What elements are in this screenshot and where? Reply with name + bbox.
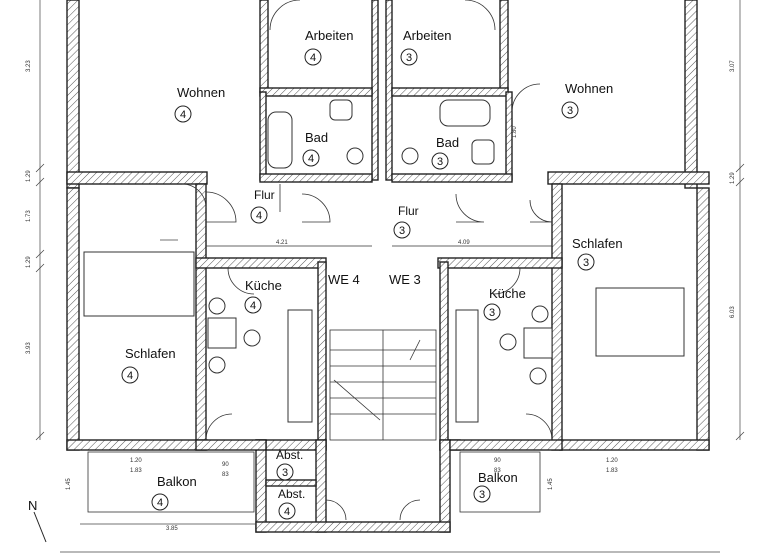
door-swings — [181, 0, 553, 521]
toilet-4 — [346, 147, 364, 165]
room-arbeiten-3-unit: 3 — [406, 52, 412, 64]
room-arbeiten-4-unit: 4 — [310, 52, 316, 64]
room-kueche-3-unit: 3 — [489, 307, 495, 319]
room-schlafen-4-label: Schlafen — [125, 346, 176, 361]
room-wohnen-3-unit: 3 — [567, 105, 573, 117]
toilet-3 — [401, 147, 419, 165]
dim-abst-top: 90 — [222, 462, 229, 468]
bathtub-4 — [267, 111, 293, 169]
bed-4 — [83, 251, 195, 317]
room-bad-3-unit: 3 — [437, 156, 443, 168]
dim-bottom-left: 3.85 — [166, 526, 178, 532]
dim-abst-bottom: 83 — [222, 472, 229, 478]
room-abst-4-unit: 4 — [284, 506, 290, 518]
room-flur-3-unit: 3 — [399, 225, 405, 237]
dim-window-left-top: 1.20 — [130, 458, 142, 464]
room-flur-4-label: Flur — [254, 188, 275, 202]
room-wohnen-4-unit: 4 — [180, 109, 186, 121]
room-arbeiten-4-label: Arbeiten — [305, 28, 353, 43]
stair-label-we3: WE 3 — [389, 272, 421, 287]
dimension-lines — [35, 0, 745, 553]
room-schlafen-3-label: Schlafen — [572, 236, 623, 251]
room-balkon-3-label: Balkon — [478, 470, 518, 485]
room-bad-4-unit: 4 — [308, 153, 314, 165]
room-balkon-4-unit: 4 — [157, 497, 163, 509]
room-schlafen-3-unit: 3 — [583, 257, 589, 269]
dim-right-1: 3.07 — [730, 60, 736, 72]
north-label: N — [28, 498, 37, 513]
room-kueche-3-label: Küche — [489, 286, 526, 301]
sink-4 — [329, 99, 353, 121]
dim-balkon-right-top: 90 — [494, 458, 501, 464]
balcony-3-outline — [459, 451, 541, 513]
north-arrow: N — [28, 498, 47, 543]
fixtures — [83, 99, 685, 513]
room-balkon-4-label: Balkon — [157, 474, 197, 489]
room-kueche-4-unit: 4 — [250, 300, 256, 312]
room-bad-3-label: Bad — [436, 135, 459, 150]
dimension-texts: 3.23 1.29 1.73 1.29 3.93 1.45 3.07 1.29 … — [26, 60, 736, 532]
kitchen-table-4 — [207, 317, 237, 349]
bed-3 — [595, 287, 685, 357]
room-flur-4-unit: 4 — [256, 210, 262, 222]
dim-left-1: 3.23 — [26, 60, 32, 72]
balcony-4-outline — [87, 451, 255, 513]
dim-window-right-bottom: 1.83 — [606, 468, 618, 474]
room-flur-3-label: Flur — [398, 204, 419, 218]
room-wohnen-3-label: Wohnen — [565, 81, 613, 96]
room-kueche-4-label: Küche — [245, 278, 282, 293]
dim-flur-3: 4.09 — [458, 240, 470, 246]
dim-left-6: 1.45 — [66, 478, 72, 490]
counter-4 — [287, 309, 313, 423]
room-balkon-3-unit: 3 — [479, 489, 485, 501]
dim-bad-3: 1.80 — [512, 126, 518, 138]
dim-window-right-top: 1.20 — [606, 458, 618, 464]
room-bad-4-label: Bad — [305, 130, 328, 145]
kitchen-table-3 — [523, 327, 553, 359]
counter-3 — [455, 309, 479, 423]
dim-left-2: 1.29 — [26, 170, 32, 182]
dim-flur-4: 4.21 — [276, 240, 288, 246]
room-wohnen-4-label: Wohnen — [177, 85, 225, 100]
dim-left-4: 1.29 — [26, 256, 32, 268]
staircase — [329, 329, 437, 441]
room-abst-3-unit: 3 — [282, 467, 288, 479]
dim-right-3: 6.03 — [730, 306, 736, 318]
room-abst-4-label: Abst. — [278, 487, 305, 501]
stair-label-we4: WE 4 — [328, 272, 360, 287]
dim-left-5: 3.93 — [26, 342, 32, 354]
walls — [66, 0, 710, 533]
dim-right-4: 1.45 — [548, 478, 554, 490]
sink-3 — [471, 139, 495, 165]
dim-window-left-bottom: 1.83 — [130, 468, 142, 474]
room-schlafen-4-unit: 4 — [127, 370, 133, 382]
room-labels: Arbeiten 4 Arbeiten 3 Wohnen 4 Wohnen 3 … — [121, 28, 623, 520]
dim-right-2: 1.29 — [730, 172, 736, 184]
dim-left-3: 1.73 — [26, 210, 32, 222]
room-arbeiten-3-label: Arbeiten — [403, 28, 451, 43]
dim-balkon-right-bottom: 83 — [494, 468, 501, 474]
bathtub-3 — [439, 99, 491, 127]
room-abst-3-label: Abst. — [276, 448, 303, 462]
